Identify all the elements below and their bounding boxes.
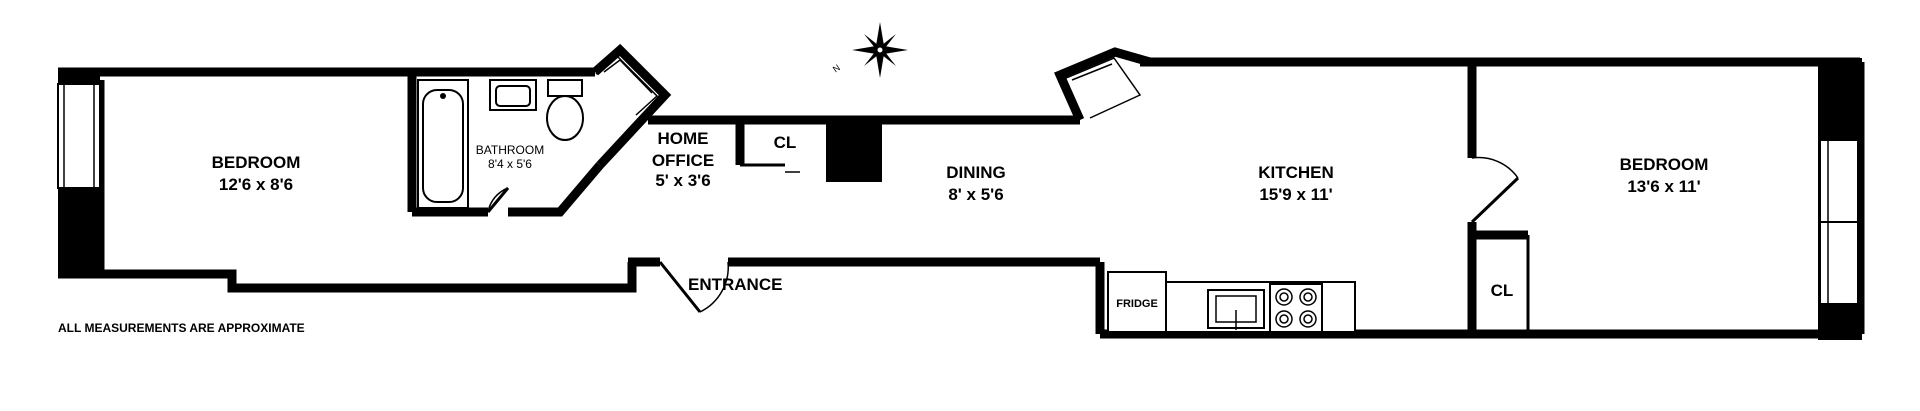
column-block: [826, 120, 882, 182]
room-name-bedroom-left: BEDROOM: [212, 153, 301, 172]
closet-label-bedroom: CL: [1491, 281, 1514, 300]
right-window-upper: [1819, 139, 1859, 223]
stove-icon: [1269, 283, 1323, 333]
bathroom-door-swing: [487, 187, 509, 213]
footnote: ALL MEASUREMENTS ARE APPROXIMATE: [58, 321, 305, 335]
room-name-home: HOME: [658, 129, 709, 148]
left-window: [57, 83, 101, 189]
toilet-icon: [546, 79, 584, 141]
room-name-bathroom: BATHROOM: [476, 143, 544, 157]
room-name-bedroom-right: BEDROOM: [1620, 155, 1709, 174]
room-size-bedroom-left: 12'6 x 8'6: [219, 175, 293, 194]
room-size-kitchen: 15'9 x 11': [1259, 185, 1332, 204]
bathtub-icon: [417, 79, 469, 209]
left-wall-block: [58, 188, 100, 278]
room-name-office: OFFICE: [652, 151, 714, 170]
fridge-box: [1107, 271, 1167, 333]
room-name-dining: DINING: [946, 163, 1006, 182]
compass-rose-icon: [852, 22, 908, 78]
compass-north-label: N: [831, 63, 842, 75]
kitchen-counter: [1164, 281, 1356, 333]
room-name-kitchen: KITCHEN: [1258, 163, 1334, 182]
interior-walls: [407, 62, 1530, 334]
right-window-lower: [1819, 221, 1859, 305]
fridge-label: FRIDGE: [1116, 298, 1158, 310]
entrance-label: ENTRANCE: [688, 275, 782, 294]
bay-window-left: [595, 54, 659, 116]
sink-icon: [489, 79, 537, 111]
room-size-bathroom: 8'4 x 5'6: [488, 157, 532, 171]
room-size-dining: 8' x 5'6: [948, 185, 1003, 204]
entrance-door: [658, 261, 729, 313]
room-size-home-office: 5' x 3'6: [655, 171, 710, 190]
bedroom-door-swing: [1471, 156, 1519, 179]
bay-window-right: [1065, 57, 1142, 119]
room-size-bedroom-right: 13'6 x 11': [1627, 177, 1700, 196]
closet-label-office: CL: [774, 133, 797, 152]
